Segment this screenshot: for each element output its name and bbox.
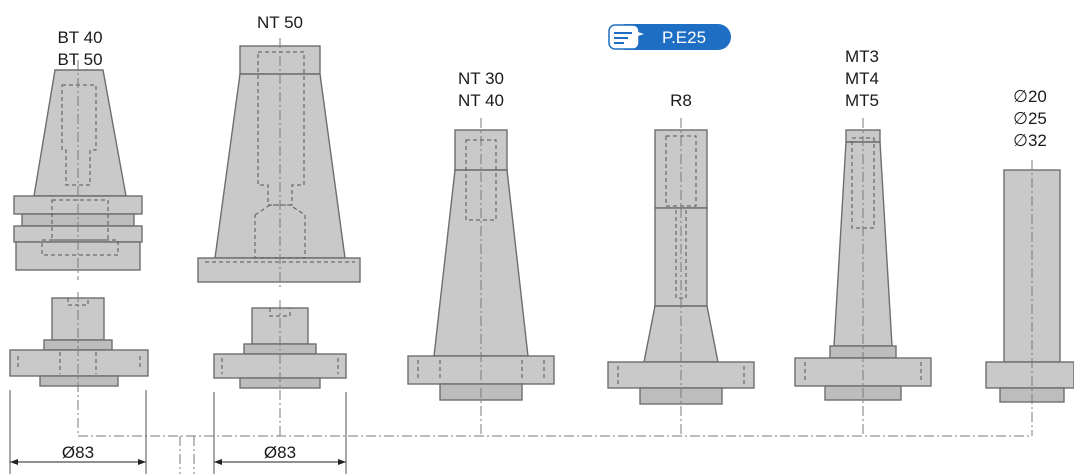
badge-text: P.E25 [662,28,706,47]
straight-shank-holder [985,160,1074,436]
dimension-left: Ø83 [9,390,147,474]
pointing-hand-icon [608,24,644,50]
label-nt-50: NT 50 [257,13,303,32]
label-r8: R8 [670,91,692,110]
label-bt: BT 40 BT 50 [57,28,102,69]
center-marks [179,436,195,474]
label-nt3040: NT 30 NT 40 [458,69,504,110]
bt-adapter [9,292,149,436]
label-diameters: ∅20 ∅25 ∅32 [1013,87,1047,150]
bt-holder [13,60,143,280]
dimension-left-label: Ø83 [62,443,94,462]
label-dia-20: ∅20 [1013,87,1047,106]
mt-holder [794,118,932,436]
nt50-adapter [213,300,347,436]
dimension-right-label: Ø83 [264,443,296,462]
badge-background [613,24,731,50]
nt50-holder [197,38,361,290]
label-mt: MT3 MT4 MT5 [845,47,879,110]
label-mt4: MT4 [845,69,879,88]
label-dia-25: ∅25 [1013,109,1047,128]
label-mt5: MT5 [845,91,879,110]
nt3040-holder [407,118,555,436]
label-dia-32: ∅32 [1013,131,1047,150]
label-mt3: MT3 [845,47,879,66]
dimension-right: Ø83 [213,392,347,474]
page-reference-badge[interactable]: P.E25 [608,24,731,50]
label-bt-40: BT 40 [57,28,102,47]
label-bt-50: BT 50 [57,50,102,69]
label-nt-40: NT 40 [458,91,504,110]
label-nt-30: NT 30 [458,69,504,88]
r8-holder [607,118,755,436]
